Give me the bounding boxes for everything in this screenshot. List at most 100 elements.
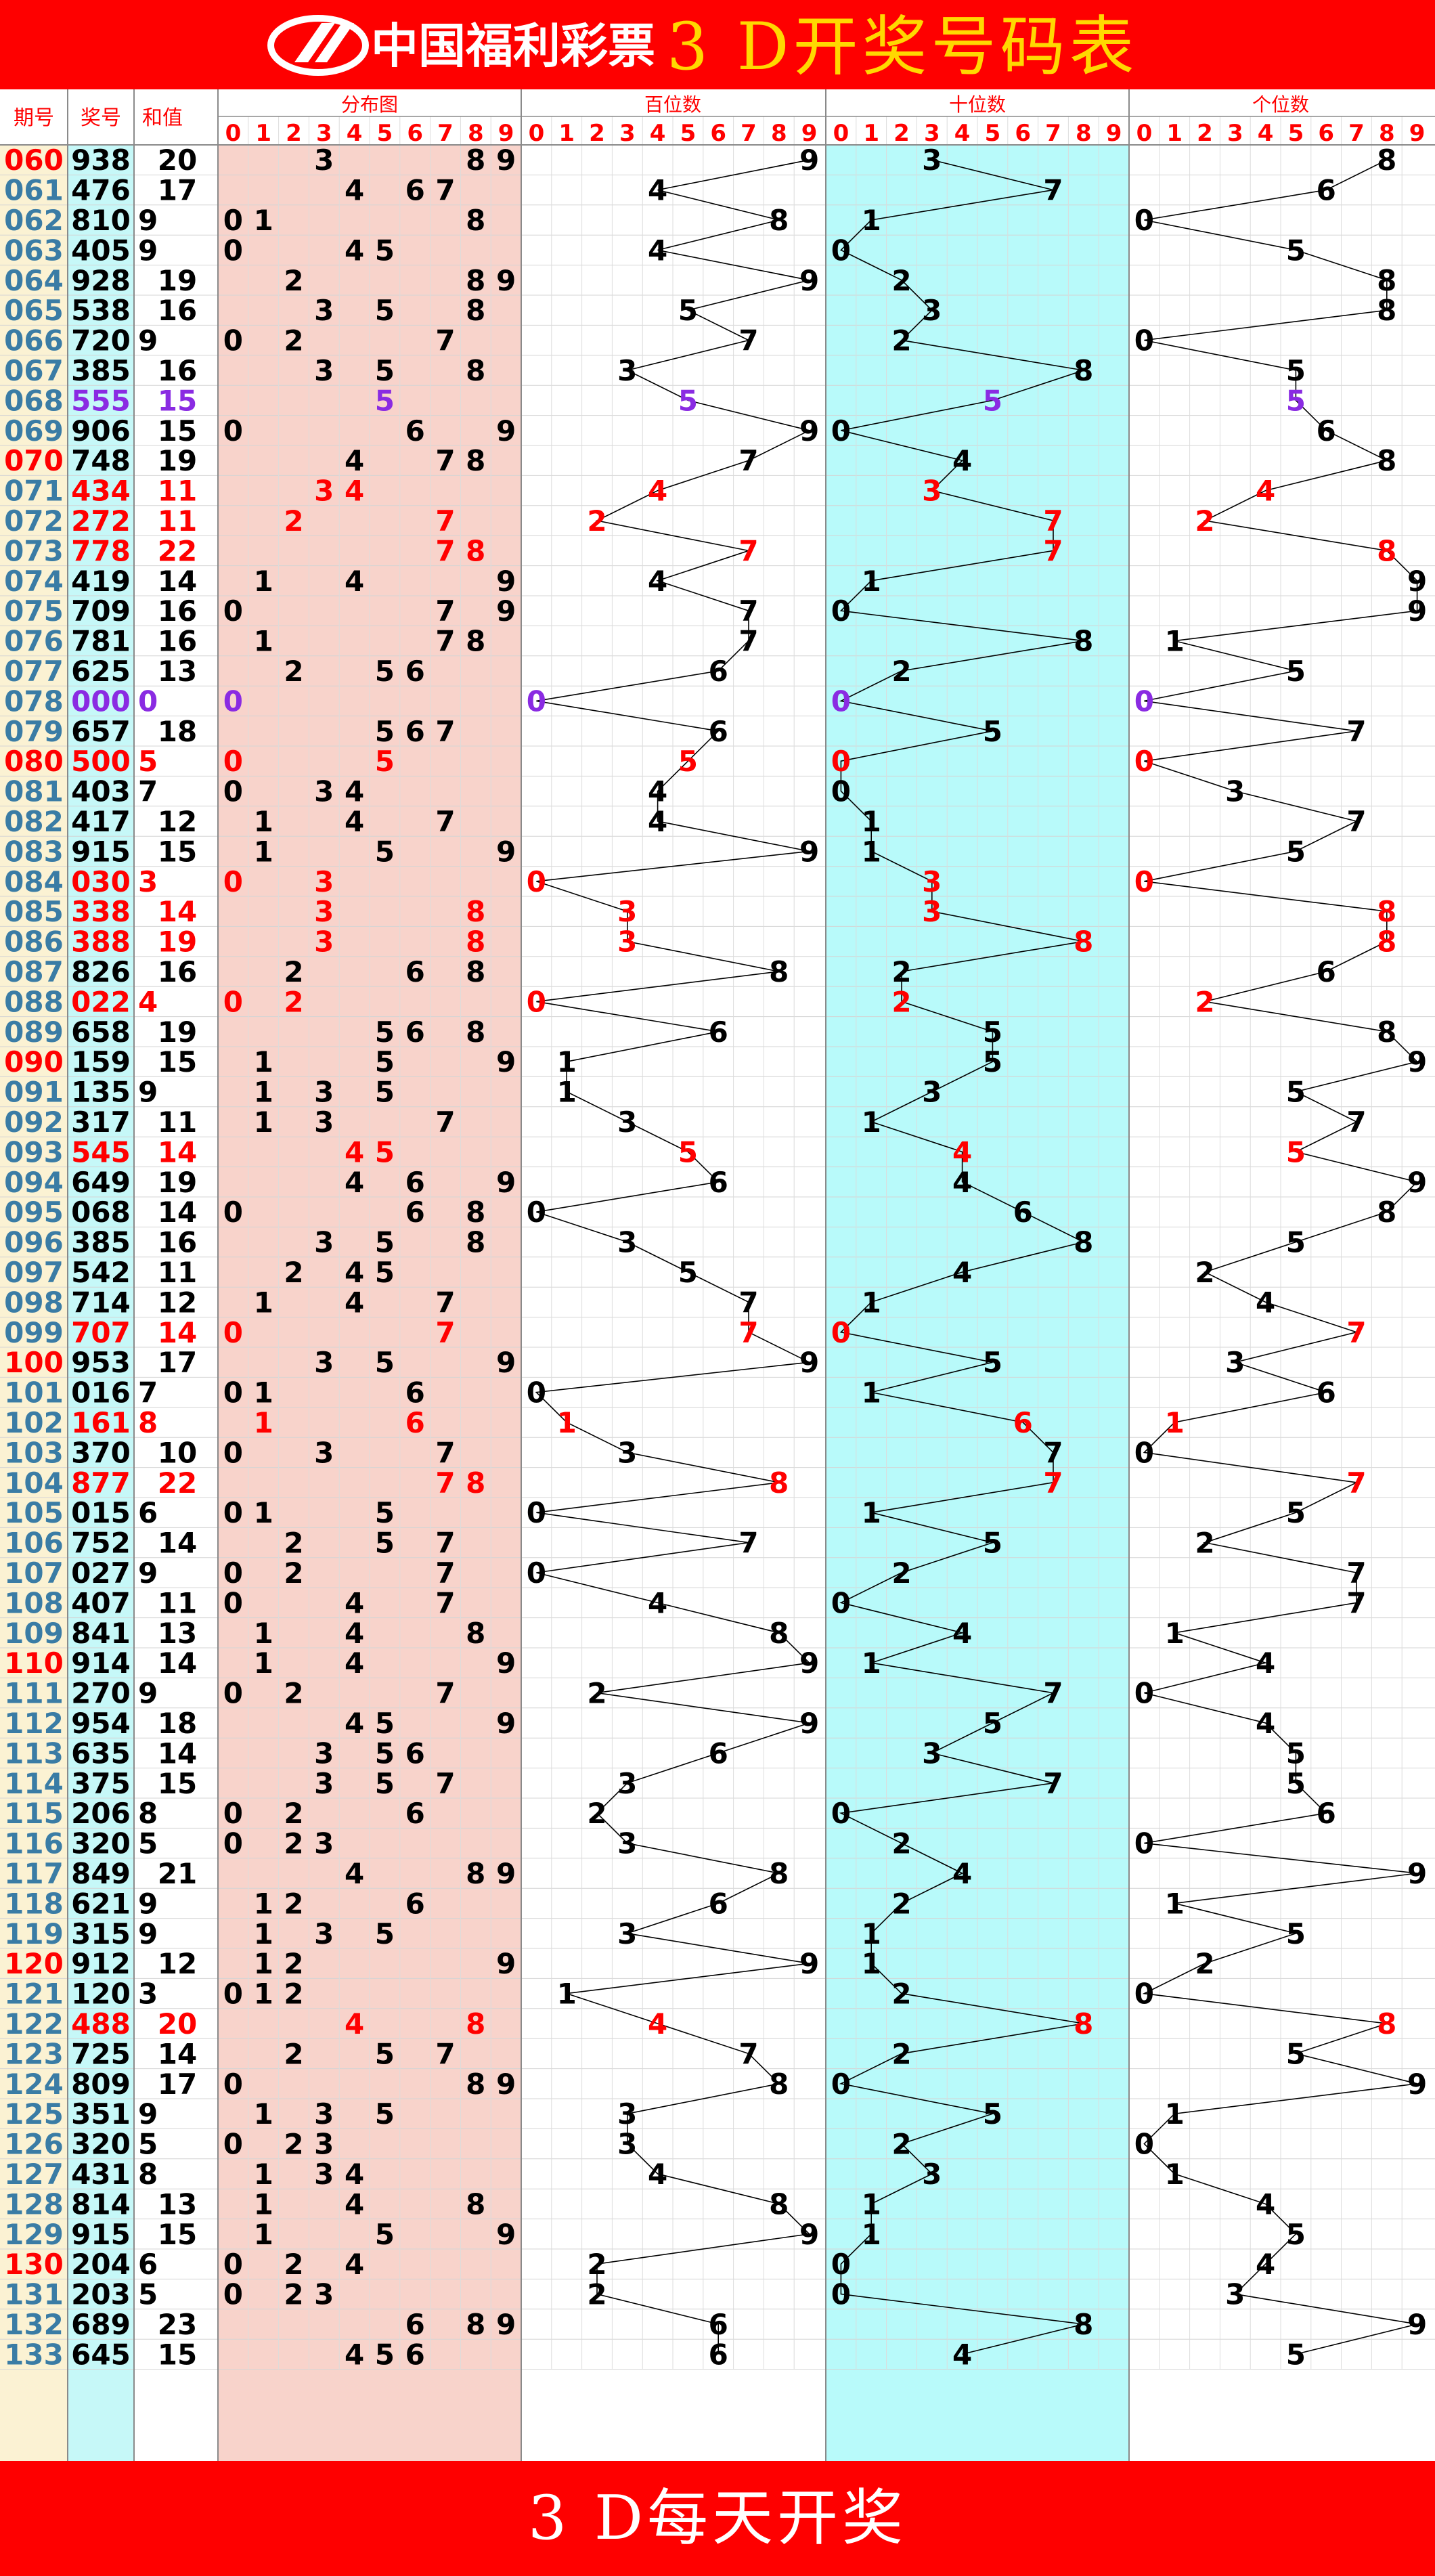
issue-number: 094 (4, 1166, 64, 1199)
position-1-digit: 0 (831, 745, 851, 778)
distribution-digit: 1 (254, 2218, 273, 2251)
distribution-digit: 6 (405, 2338, 425, 2371)
position-0-digit: 6 (709, 1166, 728, 1199)
issue-number: 103 (4, 1436, 64, 1469)
distribution-digit: 0 (223, 1376, 243, 1410)
position-1-digit: 7 (1043, 504, 1063, 538)
issue-number: 115 (4, 1797, 64, 1830)
distribution-digit: 7 (435, 1286, 455, 1319)
position-2-digit: 9 (1407, 2068, 1427, 2101)
issue-number: 072 (4, 504, 64, 538)
issue-number: 095 (4, 1196, 64, 1229)
position-1-digit: 3 (922, 865, 942, 898)
digit-header: 1 (255, 120, 271, 147)
distribution-digit: 8 (466, 1466, 485, 1500)
position-0-digit: 8 (769, 2187, 789, 2221)
issue-number: 107 (4, 1556, 64, 1590)
position-2-digit: 8 (1377, 1016, 1396, 1049)
position-1-digit: 1 (862, 2218, 881, 2251)
draw-number: 781 (71, 625, 131, 658)
draw-number: 906 (71, 414, 131, 447)
digit-header: 9 (1106, 120, 1122, 147)
position-1-digit: 2 (891, 1556, 911, 1590)
distribution-digit: 1 (254, 1106, 273, 1139)
position-2-digit: 2 (1195, 1256, 1214, 1289)
distribution-digit: 2 (284, 1256, 303, 1289)
distribution-digit: 5 (375, 2218, 395, 2251)
draw-number: 419 (71, 565, 131, 598)
distribution-digit: 4 (345, 234, 364, 267)
digit-header: 4 (347, 120, 363, 147)
position-0-digit: 8 (769, 2068, 789, 2101)
draw-number: 538 (71, 294, 131, 327)
draw-number: 385 (71, 354, 131, 387)
digit-header: 3 (316, 120, 332, 147)
distribution-digit: 3 (314, 1076, 334, 1109)
position-0-digit: 9 (799, 264, 819, 297)
sum-value: 12 (158, 1947, 197, 1980)
distribution-digit: 7 (435, 2037, 455, 2070)
distribution-digit: 0 (223, 2068, 243, 2101)
distribution-digit: 1 (254, 625, 273, 658)
position-2-digit: 7 (1346, 1316, 1366, 1349)
sum-value: 9 (138, 1887, 158, 1920)
distribution-digit: 0 (223, 414, 243, 447)
issue-number: 089 (4, 1016, 64, 1049)
position-1-digit: 0 (831, 2278, 851, 2311)
distribution-digit: 1 (254, 1617, 273, 1650)
issue-number: 081 (4, 775, 64, 808)
issue-number: 087 (4, 955, 64, 988)
position-2-digit: 5 (1286, 1917, 1306, 1950)
distribution-digit: 0 (223, 324, 243, 357)
distribution-digit: 2 (284, 324, 303, 357)
distribution-digit: 7 (435, 1556, 455, 1590)
distribution-digit: 7 (435, 1527, 455, 1560)
sum-value: 6 (138, 1496, 158, 1529)
distribution-digit: 5 (375, 1256, 395, 1289)
position-1-digit: 1 (862, 1947, 881, 1980)
distribution-digit: 5 (375, 1226, 395, 1259)
distribution-digit: 3 (314, 2128, 334, 2161)
position-0-digit: 2 (587, 2278, 606, 2311)
draw-number: 159 (71, 1045, 131, 1078)
distribution-digit: 9 (496, 565, 516, 598)
draw-number: 689 (71, 2308, 131, 2341)
draw-number: 204 (71, 2248, 131, 2281)
sum-value: 13 (158, 2187, 197, 2221)
distribution-digit: 5 (375, 1707, 395, 1740)
issue-number: 108 (4, 1586, 64, 1619)
position-1-digit: 4 (952, 444, 972, 477)
position-2-digit: 2 (1195, 985, 1214, 1018)
draw-number: 476 (71, 174, 131, 207)
distribution-digit: 0 (223, 2278, 243, 2311)
distribution-digit: 0 (223, 1316, 243, 1349)
position-1-digit: 8 (1074, 625, 1093, 658)
draw-number: 841 (71, 1617, 131, 1650)
draw-number: 625 (71, 655, 131, 688)
position-0-digit: 3 (617, 1917, 637, 1950)
distribution-digit: 8 (466, 625, 485, 658)
digit-header: 9 (498, 120, 514, 147)
position-2-digit: 6 (1317, 174, 1336, 207)
distribution-digit: 5 (375, 835, 395, 868)
sum-value: 9 (138, 234, 158, 267)
digit-header: 2 (893, 120, 910, 147)
position-0-digit: 8 (769, 1466, 789, 1500)
draw-number: 317 (71, 1106, 131, 1139)
position-0-digit: 3 (617, 895, 637, 928)
distribution-digit: 5 (375, 1016, 395, 1049)
issue-number: 097 (4, 1256, 64, 1289)
distribution-digit: 1 (254, 1045, 273, 1078)
position-2-digit: 8 (1377, 444, 1396, 477)
issue-number: 088 (4, 985, 64, 1018)
position-1-digit: 8 (1074, 1226, 1093, 1259)
sum-value: 13 (158, 655, 197, 688)
position-2-digit: 7 (1346, 1466, 1366, 1500)
distribution-digit: 0 (223, 775, 243, 808)
sum-value: 9 (138, 1917, 158, 1950)
digit-header: 3 (1227, 120, 1243, 147)
distribution-digit: 5 (375, 234, 395, 267)
issue-number: 068 (4, 384, 64, 417)
distribution-digit: 5 (375, 1527, 395, 1560)
